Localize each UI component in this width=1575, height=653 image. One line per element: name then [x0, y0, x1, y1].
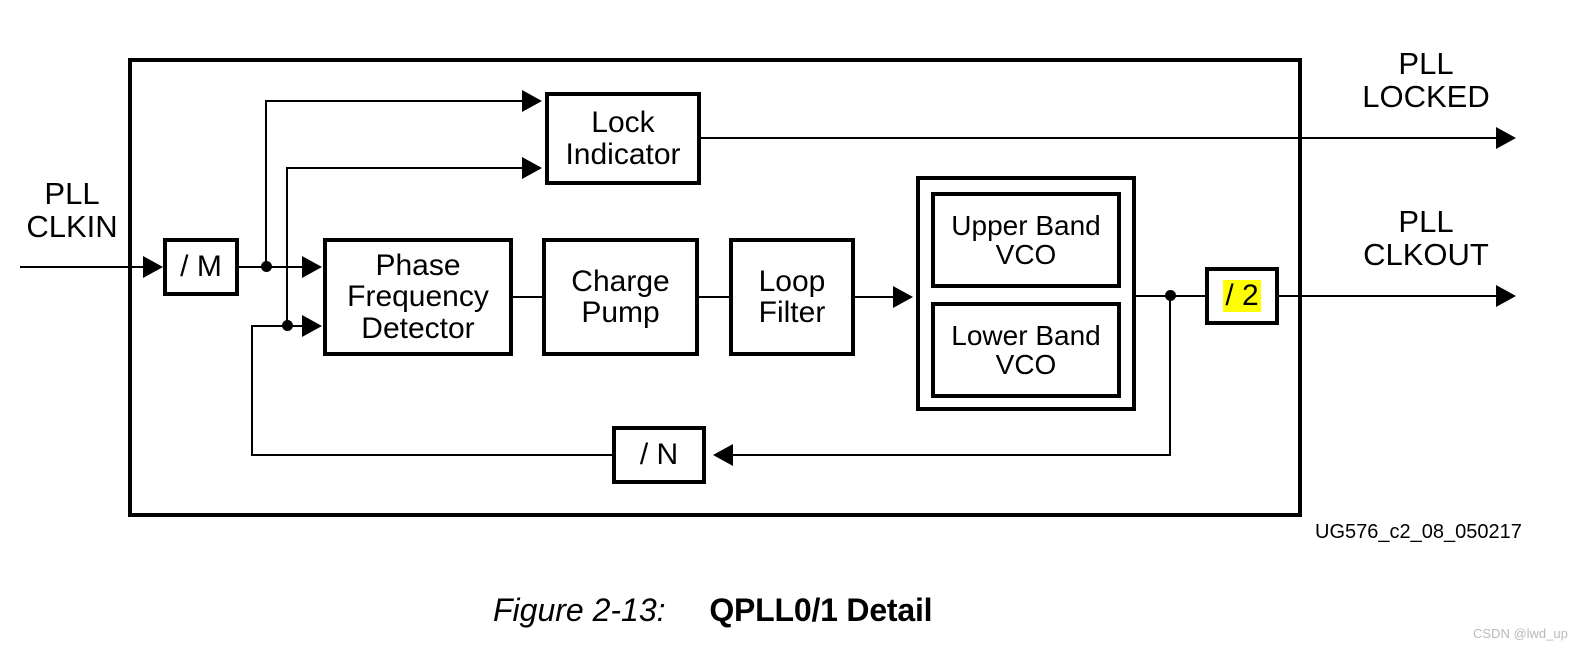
block-m-divider: / M	[163, 238, 239, 296]
block-lock-indicator-label: Lock Indicator	[565, 106, 681, 171]
wire-pfd-to-cp	[513, 296, 545, 298]
wire-fb-left-vertical	[251, 325, 253, 456]
wire-cp-to-lf	[699, 296, 731, 298]
figure-caption-title: QPLL0/1 Detail	[709, 592, 933, 628]
wire-fb-bottom-run	[251, 454, 614, 456]
block-upper-band-vco: Upper Band VCO	[931, 192, 1121, 288]
block-m-divider-label: / M	[180, 250, 222, 284]
block-loop-filter-label: Loop Filter	[758, 264, 826, 329]
arrowhead-clkin-to-m	[143, 256, 163, 278]
figure-caption: Figure 2-13: QPLL0/1 Detail	[493, 592, 933, 629]
wire-clkin	[20, 266, 148, 268]
arrowhead-to-n-divider	[713, 444, 733, 466]
block-div2-label: / 2	[1223, 279, 1261, 313]
block-n-divider-label: / N	[639, 438, 679, 472]
wire-div2-to-clkout	[1279, 295, 1500, 297]
pll-locked-label: PLL LOCKED	[1362, 46, 1490, 114]
block-lower-band-vco: Lower Band VCO	[931, 302, 1121, 398]
block-vco-group	[916, 176, 1136, 411]
wire-fb-tap-to-lock	[286, 167, 527, 169]
wire-fb-tap-vertical	[286, 167, 288, 326]
wire-vco-fb-to-n	[723, 454, 1171, 456]
arrowhead-pll-clkout	[1496, 285, 1516, 307]
block-lock-indicator: Lock Indicator	[545, 92, 701, 185]
watermark-text: CSDN @lwd_up	[1473, 626, 1568, 641]
wire-vco-fb-vertical	[1169, 295, 1171, 456]
arrowhead-m-to-pfd	[302, 256, 322, 278]
arrowhead-lf-to-vco	[893, 286, 913, 308]
pll-boundary-frame	[128, 58, 1302, 517]
arrowhead-fb-to-lock	[522, 157, 542, 179]
arrowhead-m-to-lock	[522, 90, 542, 112]
wire-m-tap-vertical	[265, 100, 267, 267]
block-charge-pump-label: Charge Pump	[571, 264, 670, 329]
block-pfd-label: Phase Frequency Detector	[347, 249, 489, 345]
pll-clkin-label: PLL CLKIN	[26, 176, 118, 244]
block-lower-band-vco-label: Lower Band VCO	[951, 319, 1101, 380]
wire-m-tap-to-lock	[265, 100, 527, 102]
figure-reference-id: UG576_c2_08_050217	[1315, 521, 1522, 543]
block-phase-frequency-detector: Phase Frequency Detector	[323, 238, 513, 356]
block-n-divider: / N	[612, 426, 706, 484]
block-upper-band-vco-label: Upper Band VCO	[951, 209, 1101, 270]
block-loop-filter: Loop Filter	[729, 238, 855, 356]
figure-caption-prefix: Figure 2-13:	[493, 592, 666, 628]
arrowhead-fb-to-pfd	[302, 315, 322, 337]
block-div2: / 2	[1205, 267, 1279, 325]
wire-m-to-pfd	[239, 266, 319, 268]
pll-clkout-label: PLL CLKOUT	[1363, 204, 1489, 272]
wire-lf-to-vco	[855, 296, 897, 298]
block-charge-pump: Charge Pump	[542, 238, 699, 356]
arrowhead-pll-locked	[1496, 127, 1516, 149]
wire-lock-to-locked	[701, 137, 1500, 139]
